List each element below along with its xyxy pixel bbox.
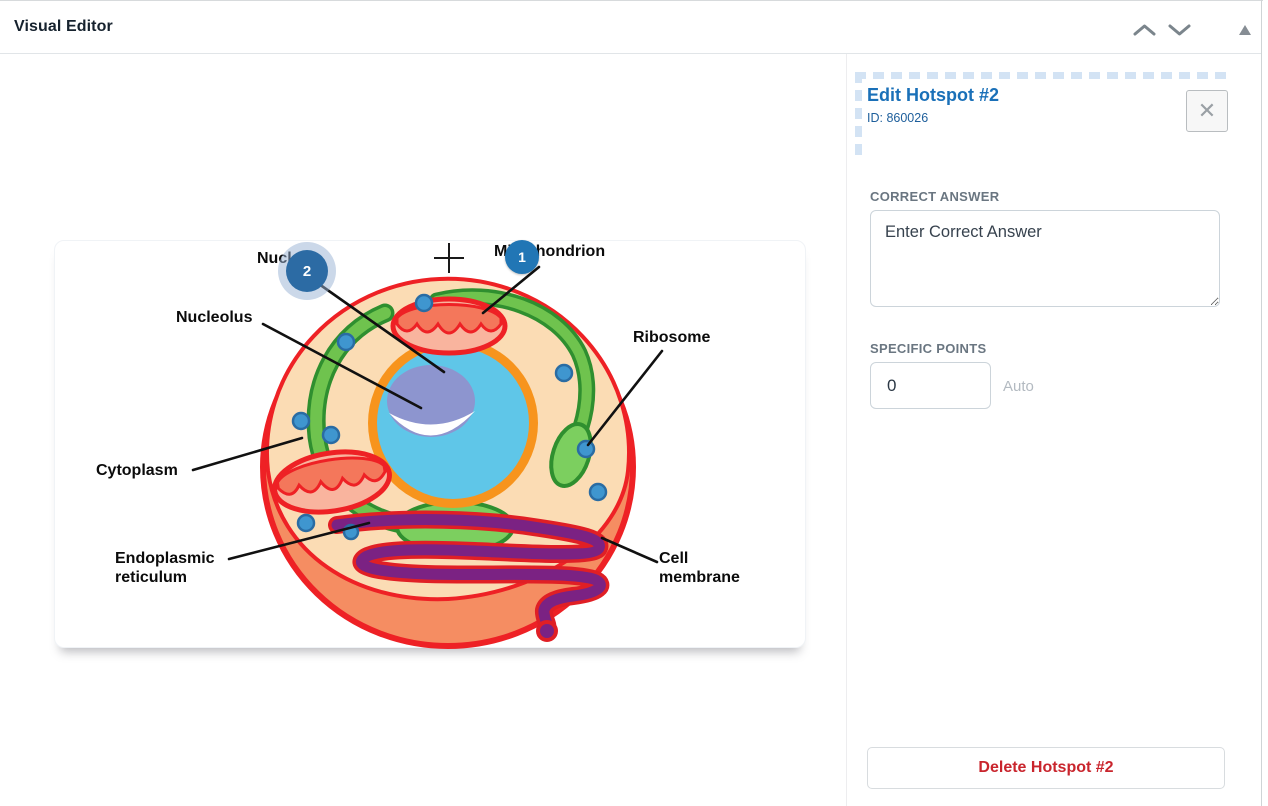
hotspot-marker-1[interactable]: 1	[505, 240, 539, 274]
scroll-up-arrow-icon[interactable]	[1239, 25, 1251, 35]
hotspot-marker-2-selected[interactable]: 2	[286, 250, 328, 292]
correct-answer-textarea[interactable]	[870, 210, 1220, 307]
specific-points-label: SPECIFIC POINTS	[870, 341, 987, 356]
auto-points-label: Auto	[1003, 378, 1034, 395]
mitochondrion-left-shape	[272, 449, 392, 515]
nucleolus-highlight	[389, 411, 475, 436]
hotspot-image-canvas[interactable]: Nucleus Mitochondrion Nucleolus Ribosome…	[54, 240, 806, 649]
window-right-border	[1261, 0, 1262, 806]
window-top-border	[0, 0, 1263, 1]
panel-divider	[846, 54, 847, 806]
close-icon: ✕	[1197, 98, 1217, 123]
close-button[interactable]: ✕	[1186, 90, 1228, 132]
label-nucleolus: Nucleolus	[176, 309, 253, 326]
topbar-controls	[1132, 22, 1192, 38]
correct-answer-label: CORRECT ANSWER	[870, 189, 1000, 204]
label-pointer-lines	[191, 265, 664, 564]
specific-points-input[interactable]	[870, 362, 991, 409]
page-title: Visual Editor	[14, 18, 113, 35]
label-endoplasmic-reticulum: Endoplasmic reticulum	[115, 550, 215, 586]
chevron-down-icon[interactable]	[1167, 22, 1192, 38]
hotspot-1-number: 1	[518, 249, 526, 265]
delete-hotspot-button[interactable]: Delete Hotspot #2	[867, 747, 1225, 789]
topbar: Visual Editor	[0, 1, 1261, 54]
hotspot-2-number: 2	[302, 262, 312, 280]
crosshair-cursor-icon	[434, 243, 464, 273]
hotspot-id-text: ID: 860026	[867, 111, 929, 125]
label-cytoplasm: Cytoplasm	[96, 462, 178, 479]
edit-hotspot-title: Edit Hotspot #2	[867, 85, 1000, 105]
nucleolus-shape	[387, 365, 475, 437]
chevron-up-icon[interactable]	[1132, 22, 1157, 38]
ribosome-dots	[291, 293, 608, 541]
endoplasmic-reticulum-shape	[328, 510, 610, 642]
label-cell-membrane: Cell membrane	[659, 550, 740, 586]
selection-dash-left	[855, 72, 862, 158]
selection-dash-top	[855, 72, 1227, 79]
label-ribosome: Ribosome	[633, 329, 711, 346]
cell-diagram	[191, 243, 664, 649]
